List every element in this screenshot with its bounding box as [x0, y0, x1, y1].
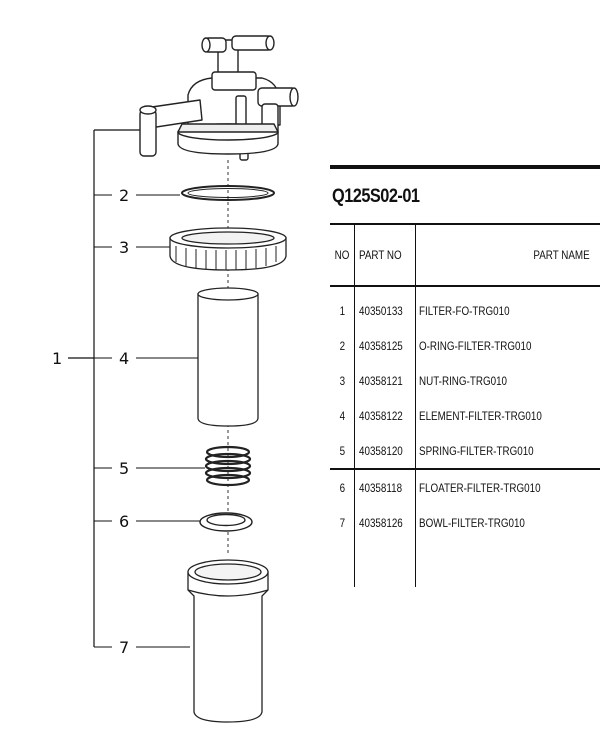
parts-list-panel: Q125S02-01 NO PART NO PART NAME 1 403501… [328, 165, 600, 587]
leader-lines [94, 194, 205, 648]
assembly-code: Q125S02-01 [332, 186, 420, 207]
table-row: 6 40358118 FLOATER-FILTER-TRG010 [330, 468, 600, 505]
top-rule [330, 165, 600, 169]
row-no: 2 [339, 338, 345, 353]
row-no: 4 [339, 408, 345, 423]
table-header-row: NO PART NO PART NAME [330, 225, 600, 287]
row-part-no: 40358118 [359, 480, 403, 495]
header-no: NO [330, 225, 356, 287]
row-part-no: 40358121 [359, 373, 404, 388]
callout-4: 4 [119, 349, 129, 368]
assembly-bracket [68, 129, 145, 647]
parts-table: NO PART NO PART NAME 1 40350133 FILTER-F… [330, 225, 600, 587]
callout-5: 5 [119, 459, 129, 478]
row-part-name: BOWL-FILTER-TRG010 [418, 515, 525, 530]
row-part-name: SPRING-FILTER-TRG010 [418, 443, 534, 458]
table-blank-row [330, 540, 600, 587]
table-row: 2 40358125 O-RING-FILTER-TRG010 [330, 328, 600, 363]
callout-1: 1 [52, 349, 62, 368]
header-part-name: PART NAME [415, 225, 600, 287]
bowl-drawing [187, 559, 269, 723]
floater-ring-drawing [199, 512, 253, 532]
callout-2: 2 [119, 186, 129, 205]
filter-element-drawing [197, 287, 259, 427]
table-row: 4 40358122 ELEMENT-FILTER-TRG010 [330, 398, 600, 433]
row-part-name: NUT-RING-TRG010 [418, 373, 507, 388]
table-row: 3 40358121 NUT-RING-TRG010 [330, 363, 600, 398]
nut-ring-drawing [169, 227, 287, 271]
row-no: 6 [339, 480, 345, 495]
o-ring-drawing [181, 185, 275, 201]
row-part-no: 40358120 [359, 443, 404, 458]
row-no: 3 [339, 373, 345, 388]
exploded-diagram: 1 2 3 4 5 6 7 [52, 35, 299, 723]
assembly-rule [330, 223, 600, 225]
row-no: 5 [339, 443, 345, 458]
table-row: 7 40358126 BOWL-FILTER-TRG010 [330, 505, 600, 540]
row-part-name: ELEMENT-FILTER-TRG010 [418, 408, 542, 423]
callout-3: 3 [119, 238, 129, 257]
row-no: 1 [339, 303, 345, 318]
row-part-no: 40358125 [359, 338, 404, 353]
row-part-name: O-RING-FILTER-TRG010 [418, 338, 532, 353]
table-row: 5 40358120 SPRING-FILTER-TRG010 [330, 433, 600, 469]
row-part-name: FILTER-FO-TRG010 [418, 303, 510, 318]
row-part-no: 40350133 [359, 303, 404, 318]
header-part-no: PART NO [354, 225, 416, 287]
filter-head-drawing [139, 35, 299, 161]
spring-drawing [204, 445, 252, 487]
row-part-name: FLOATER-FILTER-TRG010 [418, 480, 541, 495]
table-row: 1 40350133 FILTER-FO-TRG010 [330, 286, 600, 328]
callout-6: 6 [119, 512, 129, 531]
callout-7: 7 [119, 638, 129, 657]
row-no: 7 [339, 515, 345, 530]
row-part-no: 40358122 [359, 408, 404, 423]
row-part-no: 40358126 [359, 515, 404, 530]
